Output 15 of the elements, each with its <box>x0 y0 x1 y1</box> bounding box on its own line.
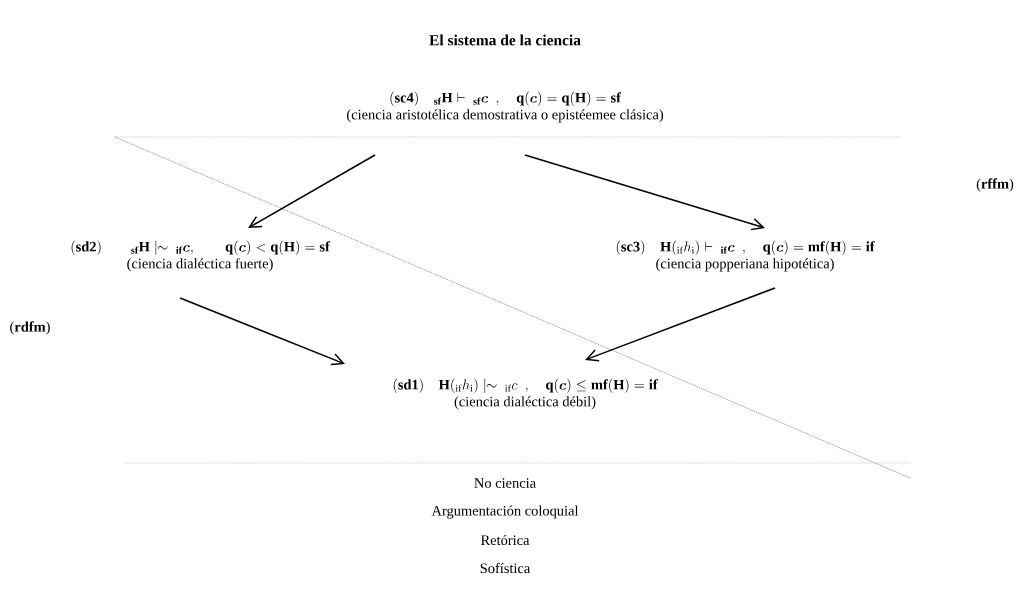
note-text: Argumentación coloquial <box>431 505 579 519</box>
diagram-title: El sistema de la ciencia <box>429 34 581 46</box>
note-text: No ciencia <box>474 478 536 488</box>
arrow <box>179 297 345 366</box>
note-text: Retórica <box>480 534 530 546</box>
arrow <box>524 154 765 231</box>
note-text: (rffm) <box>976 178 1014 192</box>
arrow <box>585 287 776 362</box>
statement-text: $\mathbf{(sd1)}\quad \mathbf{H}({}_{\mathrm{if}}h_{\mathrm{i}})\mathrel{|\!\!\sim}\ {}_{\mathrm{if}}c\ \ ,\quad \mathbf{q}(\boldsymbol{c})\leq\mathbf{mf}(\mathbf{H})=\mathbf{if}$ (ciencia dialéctica débil) <box>393 378 658 410</box>
statement-text: $\mathbf{(sd2)}\qquad {}_{\mathbf{sf}}\mathbf{H}\mathrel{|\!\!\sim}\ {}_{\mathbf{if}}\boldsymbol{c},\qquad \mathbf{q}(\boldsymbol{c})<\mathbf{q}(\mathbf{H})=\mathbf{sf}$ (ciencia dialéctica fuerte) <box>71 240 330 272</box>
note-text: Sofística <box>480 562 531 574</box>
note-text: (rdfm) <box>10 321 50 335</box>
statement-text: $\mathbf{(sc4)}\quad {}_{\mathbf{sf}}\mathbf{H}\vdash\ {}_{\mathbf{sf}}\boldsymbol{c}\ \ ,\quad \mathbf{q}(\boldsymbol{c})=\mathbf{q}(\mathbf{H})=\mathbf{sf}$ (ciencia aristotélica demostrativa o epistéemee clásica) <box>347 91 664 123</box>
arrow <box>248 154 376 228</box>
statement-text: $\mathbf{(sc3)}\quad \mathbf{H}({}_{\mathrm{if}}h_{\mathrm{i}})\vdash\ {}_{\mathbf{if}}\boldsymbol{c}\ \ ,\quad \mathbf{q}(\boldsymbol{c})=\mathbf{mf}(\mathbf{H})=\mathbf{if}$ (ciencia popperiana hipotética) <box>616 240 875 272</box>
